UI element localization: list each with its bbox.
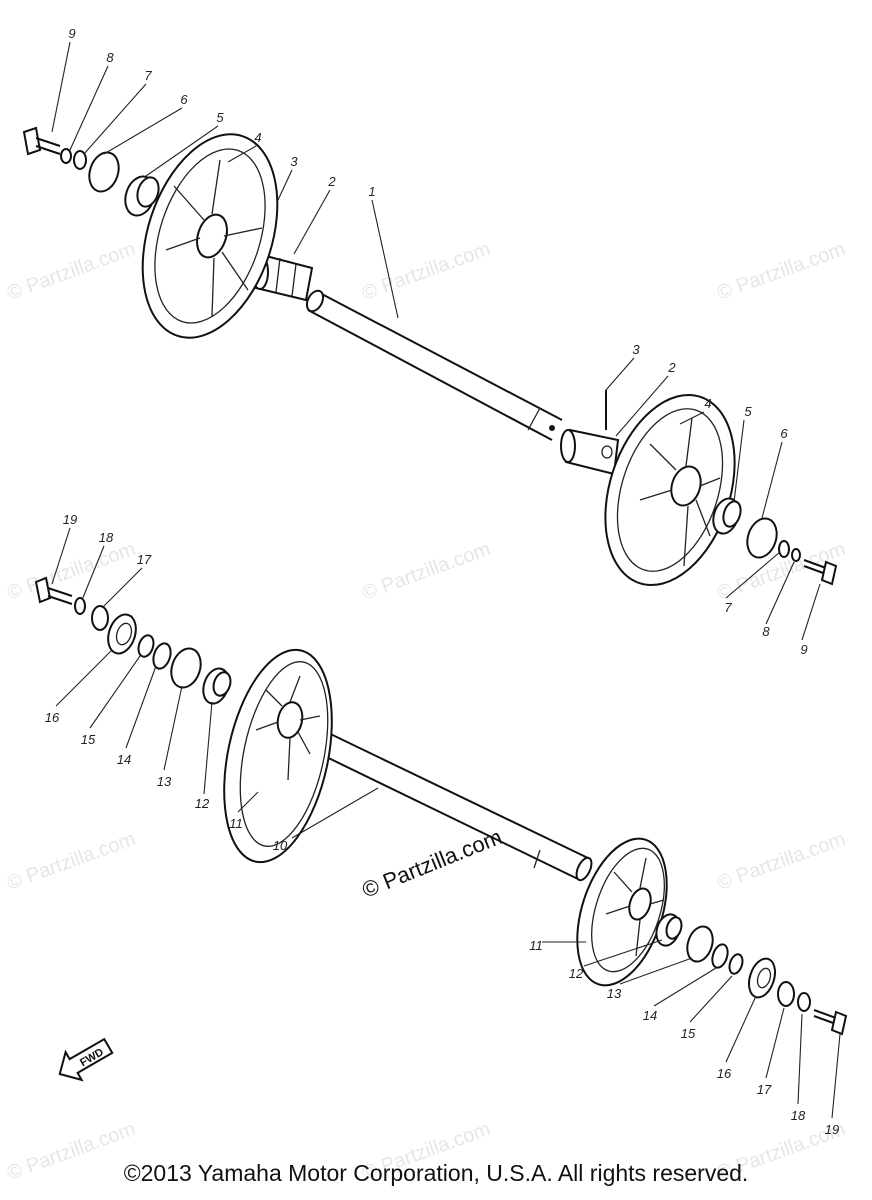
callout-12: 12 — [569, 966, 584, 981]
callout-9: 9 — [800, 642, 807, 657]
bolt-19-right — [813, 1009, 848, 1036]
bearing-12-left — [202, 667, 232, 705]
ring-13-left — [170, 647, 202, 689]
callout-15: 15 — [681, 1026, 696, 1041]
ring-6-left — [88, 151, 120, 193]
wheel-4-left — [141, 133, 279, 339]
bolt-19-left — [34, 576, 73, 605]
bolt-9-left — [22, 126, 61, 156]
callout-17: 17 — [757, 1082, 772, 1097]
callout-11: 11 — [229, 816, 243, 831]
ring-14-left — [152, 642, 172, 670]
callout-16: 16 — [45, 710, 60, 725]
bearing-5-left — [124, 175, 160, 217]
callout-5: 5 — [216, 110, 224, 125]
watermark: © Partzilla.com — [4, 828, 138, 895]
washer-18-left — [74, 597, 86, 615]
collar-17-left — [91, 605, 109, 631]
collar-17-right — [777, 981, 795, 1007]
hub-2-right — [560, 428, 620, 476]
top-assembly: 1 2 3 4 5 6 7 8 9 3 2 4 5 6 7 8 9 — [22, 26, 838, 657]
callout-18: 18 — [99, 530, 114, 545]
top-leaders — [51, 41, 821, 641]
ring-6-right — [746, 517, 778, 559]
callout-19: 19 — [825, 1122, 839, 1137]
watermark: © Partzilla.com — [359, 538, 493, 605]
ring-14-right — [711, 943, 729, 969]
ring-15-left — [137, 634, 155, 658]
callout-17: 17 — [137, 552, 152, 567]
shaft-1 — [305, 289, 563, 441]
shaft-10 — [311, 727, 593, 882]
callout-6: 6 — [180, 92, 188, 107]
watermark: © Partzilla.com — [4, 538, 138, 605]
callout-14: 14 — [643, 1008, 657, 1023]
callout-1: 1 — [368, 184, 375, 199]
callout-3: 3 — [632, 342, 640, 357]
bearing-12-right — [655, 913, 683, 947]
callout-6: 6 — [780, 426, 788, 441]
callout-2: 2 — [667, 360, 676, 375]
bottom-callouts: 19 18 17 16 15 14 13 12 11 10 11 12 13 1… — [45, 512, 839, 1137]
copyright-notice: ©2013 Yamaha Motor Corporation, U.S.A. A… — [123, 1160, 749, 1186]
callout-7: 7 — [144, 68, 152, 83]
callout-2: 2 — [327, 174, 336, 189]
seal-16-right — [748, 957, 776, 999]
callout-9: 9 — [68, 26, 75, 41]
callout-19: 19 — [63, 512, 77, 527]
ring-15-right — [728, 953, 744, 975]
callout-11: 11 — [529, 938, 543, 953]
callout-18: 18 — [791, 1108, 806, 1123]
washer-8-left — [60, 148, 72, 164]
watermark-main: © Partzilla.com — [359, 824, 506, 903]
wheel-11-left — [223, 648, 333, 864]
bolt-9-right — [803, 559, 838, 586]
watermarks: © Partzilla.com © Partzilla.com © Partzi… — [4, 238, 848, 1185]
callout-13: 13 — [607, 986, 622, 1001]
callout-15: 15 — [81, 732, 96, 747]
watermark: © Partzilla.com — [714, 238, 848, 305]
wheel-4-right — [604, 393, 736, 587]
callout-8: 8 — [106, 50, 114, 65]
watermark: © Partzilla.com — [4, 238, 138, 305]
wheel-11-right — [576, 837, 668, 987]
watermark: © Partzilla.com — [359, 238, 493, 305]
callout-4: 4 — [254, 130, 261, 145]
callout-3: 3 — [290, 154, 298, 169]
bottom-leaders — [51, 527, 841, 1119]
fwd-arrow-icon: FWD — [58, 1037, 114, 1082]
washer-7-right — [778, 540, 790, 558]
washer-7-left — [73, 150, 87, 170]
callout-13: 13 — [157, 774, 172, 789]
washer-8-right — [791, 548, 801, 562]
ring-13-right — [686, 925, 714, 963]
watermark: © Partzilla.com — [714, 828, 848, 895]
callout-4: 4 — [704, 396, 711, 411]
callout-10: 10 — [273, 838, 288, 853]
callout-7: 7 — [724, 600, 732, 615]
seal-16-left — [107, 613, 137, 655]
callout-12: 12 — [195, 796, 210, 811]
callout-14: 14 — [117, 752, 131, 767]
washer-18-right — [797, 992, 811, 1012]
callout-5: 5 — [744, 404, 752, 419]
callout-8: 8 — [762, 624, 770, 639]
bearing-5-right — [712, 497, 742, 535]
top-callouts: 1 2 3 4 5 6 7 8 9 3 2 4 5 6 7 8 9 — [68, 26, 807, 657]
callout-16: 16 — [717, 1066, 732, 1081]
